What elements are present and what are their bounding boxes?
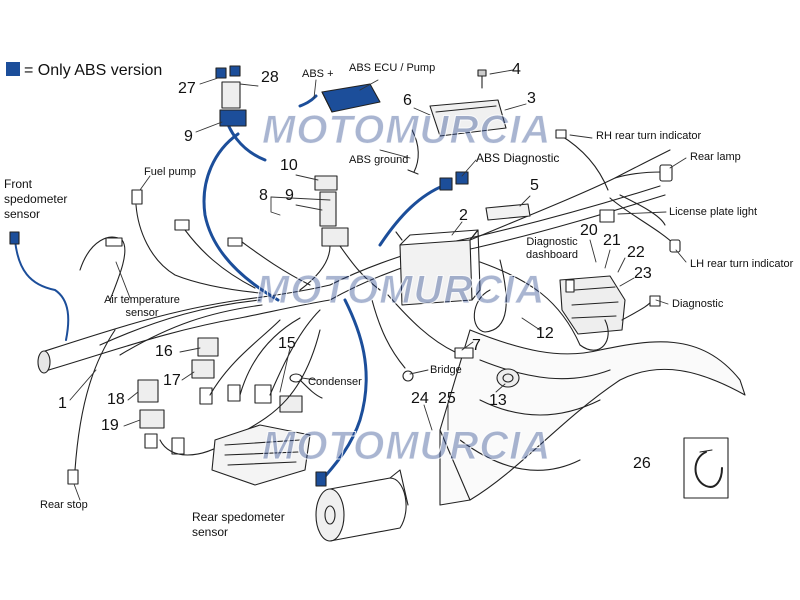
fuse-holder-tray: [211, 424, 311, 486]
abs-relays: [215, 65, 247, 127]
part-number-22: 22: [627, 244, 645, 261]
part-number-24: 24: [411, 390, 429, 407]
screw: [477, 69, 487, 89]
rear-stop-wire: [74, 329, 116, 471]
part-number-10: 10: [280, 157, 298, 174]
rear-harness-trunk: [329, 149, 671, 301]
fuse-box: [559, 275, 661, 335]
part-number-27: 27: [178, 80, 196, 97]
plate: [485, 203, 531, 221]
battery: [395, 229, 481, 306]
part-number-5: 5: [530, 177, 539, 194]
part-number-23: 23: [634, 265, 652, 282]
label-air-temperature-sensor: Air temperature sensor: [104, 294, 180, 319]
label-rear-stop: Rear stop: [40, 499, 88, 511]
abs-ecu-pump: [321, 83, 381, 113]
starter-motor: [315, 469, 409, 542]
label-rh-rear-turn: RH rear turn indicator: [596, 130, 702, 142]
part-number-9-top: 9: [184, 128, 193, 145]
part-number-19: 19: [101, 417, 119, 434]
part-number-13: 13: [489, 392, 507, 409]
label-diagnostic: Diagnostic: [672, 298, 724, 310]
leader-lines: [69, 69, 687, 501]
label-abs-plus: ABS +: [302, 68, 334, 80]
part-number-9-middle: 9: [285, 187, 294, 204]
part-number-26: 26: [633, 455, 651, 472]
label-fuel-pump: Fuel pump: [144, 166, 196, 178]
label-lh-rear-turn: LH rear turn indicator: [690, 258, 794, 270]
label-bridge: Bridge: [430, 364, 462, 376]
label-condenser: Condenser: [308, 376, 362, 388]
cable-clip-box: [683, 437, 729, 499]
socket: [496, 368, 520, 388]
part-number-17: 17: [163, 372, 181, 389]
part-number-4: 4: [512, 61, 521, 78]
relays: [137, 309, 321, 456]
part-number-12: 12: [536, 325, 554, 342]
part-number-20: 20: [580, 222, 598, 239]
part-number-7: 7: [472, 337, 481, 354]
legend-text: = Only ABS version: [24, 62, 163, 79]
part-number-16: 16: [155, 343, 173, 360]
battery-cover: [429, 99, 507, 137]
part-number-18: 18: [107, 391, 125, 408]
rear-light-branches: [555, 129, 681, 253]
front-speedometer-wire: [9, 231, 70, 341]
abs-swatch-icon: [6, 62, 20, 76]
label-front-speedometer-sensor: Front spedometer sensor: [4, 177, 68, 221]
label-license-plate-light: License plate light: [669, 206, 758, 218]
part-number-6: 6: [403, 92, 412, 109]
label-rear-lamp: Rear lamp: [690, 151, 741, 163]
label-abs-diagnostic: ABS Diagnostic: [476, 151, 560, 165]
part-number-25: 25: [438, 390, 456, 407]
label-abs-ground: ABS ground: [349, 154, 409, 166]
legend: = Only ABS version: [6, 61, 162, 81]
part-number-1: 1: [58, 395, 67, 412]
label-abs-ecu-pump: ABS ECU / Pump: [349, 62, 436, 74]
part-number-8: 8: [259, 187, 268, 204]
abs-ground-wire: [411, 129, 419, 173]
watermark-bottom: MOTOMURCIA: [261, 424, 552, 469]
label-rear-speedometer-sensor: Rear spedometer sensor: [192, 510, 285, 539]
watermark-top: MOTOMURCIA: [261, 108, 552, 153]
part-number-2: 2: [459, 207, 468, 224]
part-number-15: 15: [278, 335, 296, 352]
part-number-28: 28: [261, 69, 279, 86]
relay-set: [299, 175, 381, 291]
label-diagnostic-dashboard: Diagnostic dashboard: [526, 236, 578, 261]
cable-loop: [473, 259, 507, 333]
part-number-3: 3: [527, 90, 536, 107]
main-harness: [37, 284, 331, 374]
part-number-21: 21: [603, 232, 621, 249]
watermark-middle: MOTOMURCIA: [255, 268, 546, 313]
